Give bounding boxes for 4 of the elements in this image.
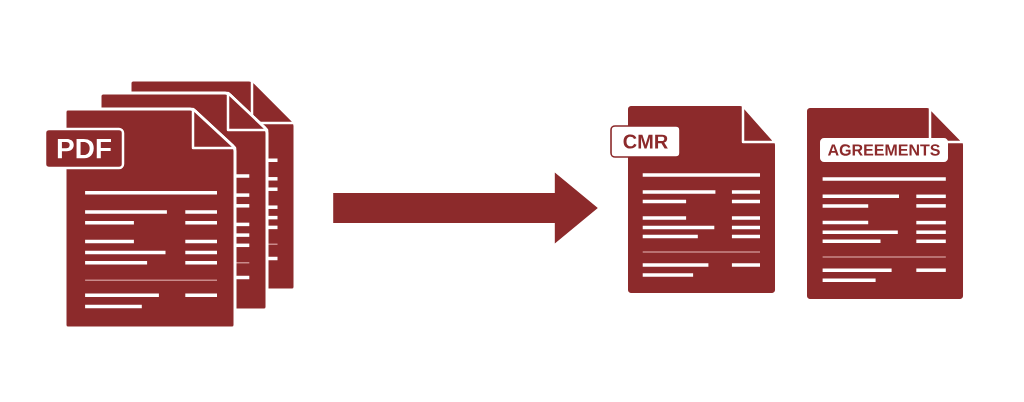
block-arrow (333, 172, 598, 244)
file-tag: CMR (610, 125, 681, 158)
file-tag: PDF (43, 127, 125, 170)
file-tag: AGREEMENTS (820, 138, 948, 162)
